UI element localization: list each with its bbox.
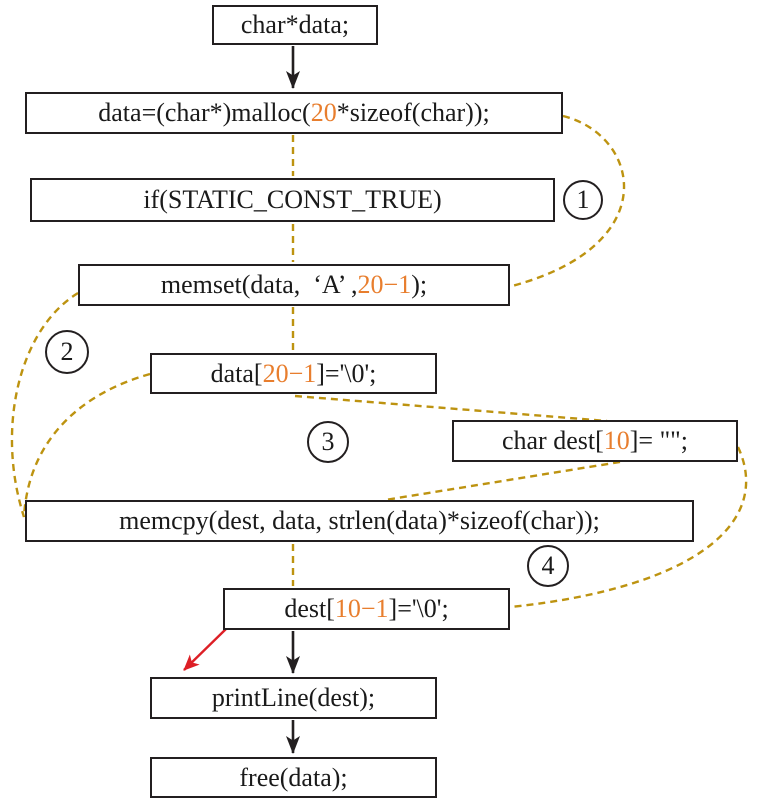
dataflow-edge-data-to-dest-decl — [294, 394, 608, 423]
code-box-declare-dest: char dest[10]= ""; — [452, 420, 738, 462]
dataflow-edge-memset-to-memcpy — [10, 291, 79, 518]
annotation-circle-4: 4 — [527, 545, 569, 587]
code-box-if-static-const: if(STATIC_CONST_TRUE) — [30, 178, 555, 222]
annotation-circle-2: 2 — [45, 330, 89, 374]
code-box-malloc-data: data=(char*)malloc(20*sizeof(char)); — [25, 92, 563, 134]
dataflow-edge-dest-decl-to-dest-write — [510, 446, 748, 609]
dataflow-edge-data-to-memcpy — [22, 372, 151, 518]
code-box-memset-data: memset(data, ‘A’ ,20−1); — [78, 264, 510, 306]
code-box-dest-null-terminate: dest[10−1]='\0'; — [223, 588, 510, 630]
code-box-printline-dest: printLine(dest); — [150, 677, 437, 719]
code-box-free-data: free(data); — [150, 757, 437, 798]
annotation-circle-1: 1 — [563, 180, 603, 220]
dataflow-edge-dest-decl-to-memcpy — [384, 460, 621, 502]
code-box-memcpy-dest: memcpy(dest, data, strlen(data)*sizeof(c… — [25, 500, 694, 542]
code-box-declare-data: char*data; — [212, 5, 378, 45]
annotation-circle-3: 3 — [307, 421, 349, 463]
code-box-data-null-terminate: data[20−1]='\0'; — [150, 353, 437, 394]
dataflow-edge-malloc-to-memset — [511, 114, 626, 288]
overflow-arrow-dest-to-printline — [183, 627, 228, 671]
